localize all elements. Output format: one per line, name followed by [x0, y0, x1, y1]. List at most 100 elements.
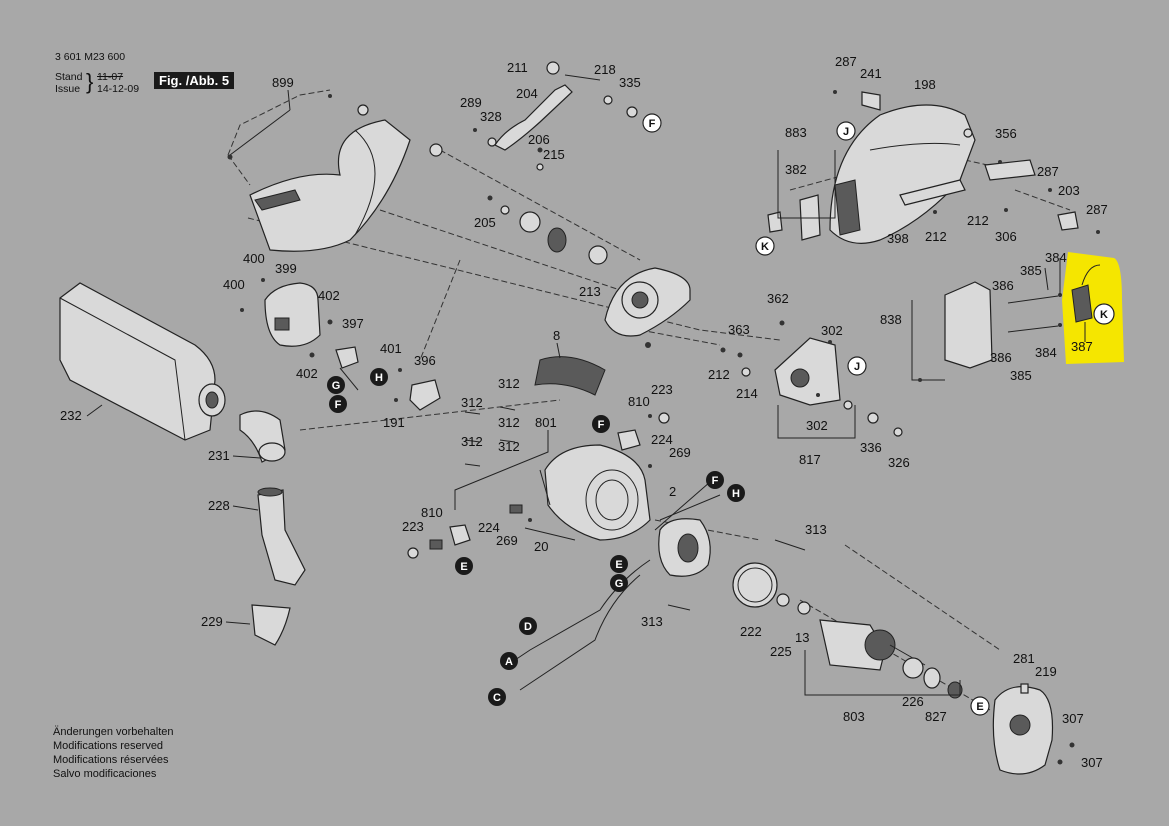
part-899-blade-guard [227, 94, 443, 252]
label-269: 269 [669, 445, 691, 460]
ref-E-3: E [970, 696, 990, 716]
label-400b: 400 [223, 277, 245, 292]
svg-text:G: G [332, 380, 341, 392]
label-803: 803 [843, 709, 865, 724]
label-384: 384 [1045, 250, 1067, 265]
part-838-handle-cover [911, 281, 993, 382]
screws-312 [464, 406, 516, 467]
svg-text:F: F [598, 419, 605, 431]
label-219: 219 [1035, 664, 1057, 679]
ref-A: A [500, 652, 518, 670]
label-198: 198 [914, 77, 936, 92]
part-228-chute [257, 487, 306, 586]
label-328: 328 [480, 109, 502, 124]
label-241: 241 [860, 66, 882, 81]
label-287: 287 [835, 54, 857, 69]
label-212c: 212 [708, 367, 730, 382]
label-302: 302 [821, 323, 843, 338]
svg-text:H: H [732, 488, 740, 500]
screws-313 [667, 539, 806, 611]
label-222: 222 [740, 624, 762, 639]
svg-text:C: C [493, 692, 501, 704]
label-229: 229 [201, 614, 223, 629]
label-203: 203 [1058, 183, 1080, 198]
part-204-lever [473, 61, 638, 265]
label-281: 281 [1013, 651, 1035, 666]
document-number: 3 601 M23 600 [55, 51, 126, 63]
part-817-plate [720, 320, 903, 439]
notes-block: Änderungen vorbehalten Modifications res… [53, 725, 173, 781]
label-224: 224 [651, 432, 673, 447]
part-810-brush-holder-top [617, 412, 670, 468]
note-de: Änderungen vorbehalten [53, 726, 174, 738]
part-8-plate [534, 356, 606, 396]
label-224b: 224 [478, 520, 500, 535]
svg-text:D: D [524, 621, 532, 633]
part-810-brush-holder-bottom [407, 504, 532, 559]
label-226: 226 [902, 694, 924, 709]
figure-label: Fig. /Abb. 5 [154, 72, 235, 89]
label-384b: 384 [1035, 345, 1057, 360]
label-302b: 302 [806, 418, 828, 433]
part-396-switch [394, 368, 441, 411]
label-232: 232 [60, 408, 82, 423]
label-401: 401 [380, 341, 402, 356]
label-211: 211 [507, 60, 528, 75]
ref-E-2: E [610, 555, 628, 573]
part-231-elbow [239, 410, 286, 463]
label-838: 838 [880, 312, 902, 327]
ref-H-1: H [370, 368, 388, 386]
label-206: 206 [528, 132, 550, 147]
label-2: 2 [669, 484, 676, 499]
part-226-827-bearings [902, 657, 963, 699]
label-225: 225 [770, 644, 792, 659]
label-307: 307 [1062, 711, 1084, 726]
label-386b: 386 [990, 350, 1012, 365]
highlight-387 [1062, 252, 1124, 364]
svg-text:G: G [615, 578, 624, 590]
stand-date: 11-07 [97, 71, 124, 83]
ref-F-4: F [706, 471, 724, 489]
part-222-ring [732, 562, 778, 608]
label-827: 827 [925, 709, 947, 724]
label-801: 801 [535, 415, 557, 430]
label-312-a: 312 [498, 376, 520, 391]
label-287b: 287 [1037, 164, 1059, 179]
label-363: 363 [728, 322, 750, 337]
part-198-upper-guard [829, 104, 976, 244]
ref-K-1: K [755, 236, 775, 256]
label-335: 335 [619, 75, 641, 90]
label-396: 396 [414, 353, 436, 368]
label-312-c: 312 [498, 415, 520, 430]
note-fr: Modifications réservées [53, 754, 169, 766]
ref-J-1: J [836, 121, 856, 141]
label-817: 817 [799, 452, 821, 467]
label-215: 215 [543, 147, 565, 162]
part-883-switch [767, 150, 836, 241]
label-402: 402 [318, 288, 340, 303]
svg-text:A: A [505, 656, 513, 668]
label-899: 899 [272, 75, 294, 90]
svg-text:H: H [375, 372, 383, 384]
part-labels: 899 211 218 335 204 289 328 206 215 205 … [60, 54, 1108, 770]
label-385b: 385 [1010, 368, 1032, 383]
label-382: 382 [785, 162, 807, 177]
header-brace: } [86, 69, 94, 94]
label-398: 398 [887, 231, 909, 246]
svg-text:J: J [854, 361, 860, 373]
label-287c: 287 [1086, 202, 1108, 217]
svg-text:J: J [843, 126, 849, 138]
label-269b: 269 [496, 533, 518, 548]
label-231: 231 [208, 448, 230, 463]
note-en: Modifications reserved [53, 740, 164, 752]
label-810b: 810 [421, 505, 443, 520]
label-312-e: 312 [498, 439, 520, 454]
label-223b: 223 [402, 519, 424, 534]
ref-F-2: F [329, 395, 347, 413]
label-218: 218 [594, 62, 616, 77]
part-232-dust-bag [59, 282, 226, 441]
svg-text:F: F [335, 399, 342, 411]
label-214: 214 [736, 386, 758, 401]
label-307b: 307 [1081, 755, 1103, 770]
ref-F-3: F [592, 415, 610, 433]
